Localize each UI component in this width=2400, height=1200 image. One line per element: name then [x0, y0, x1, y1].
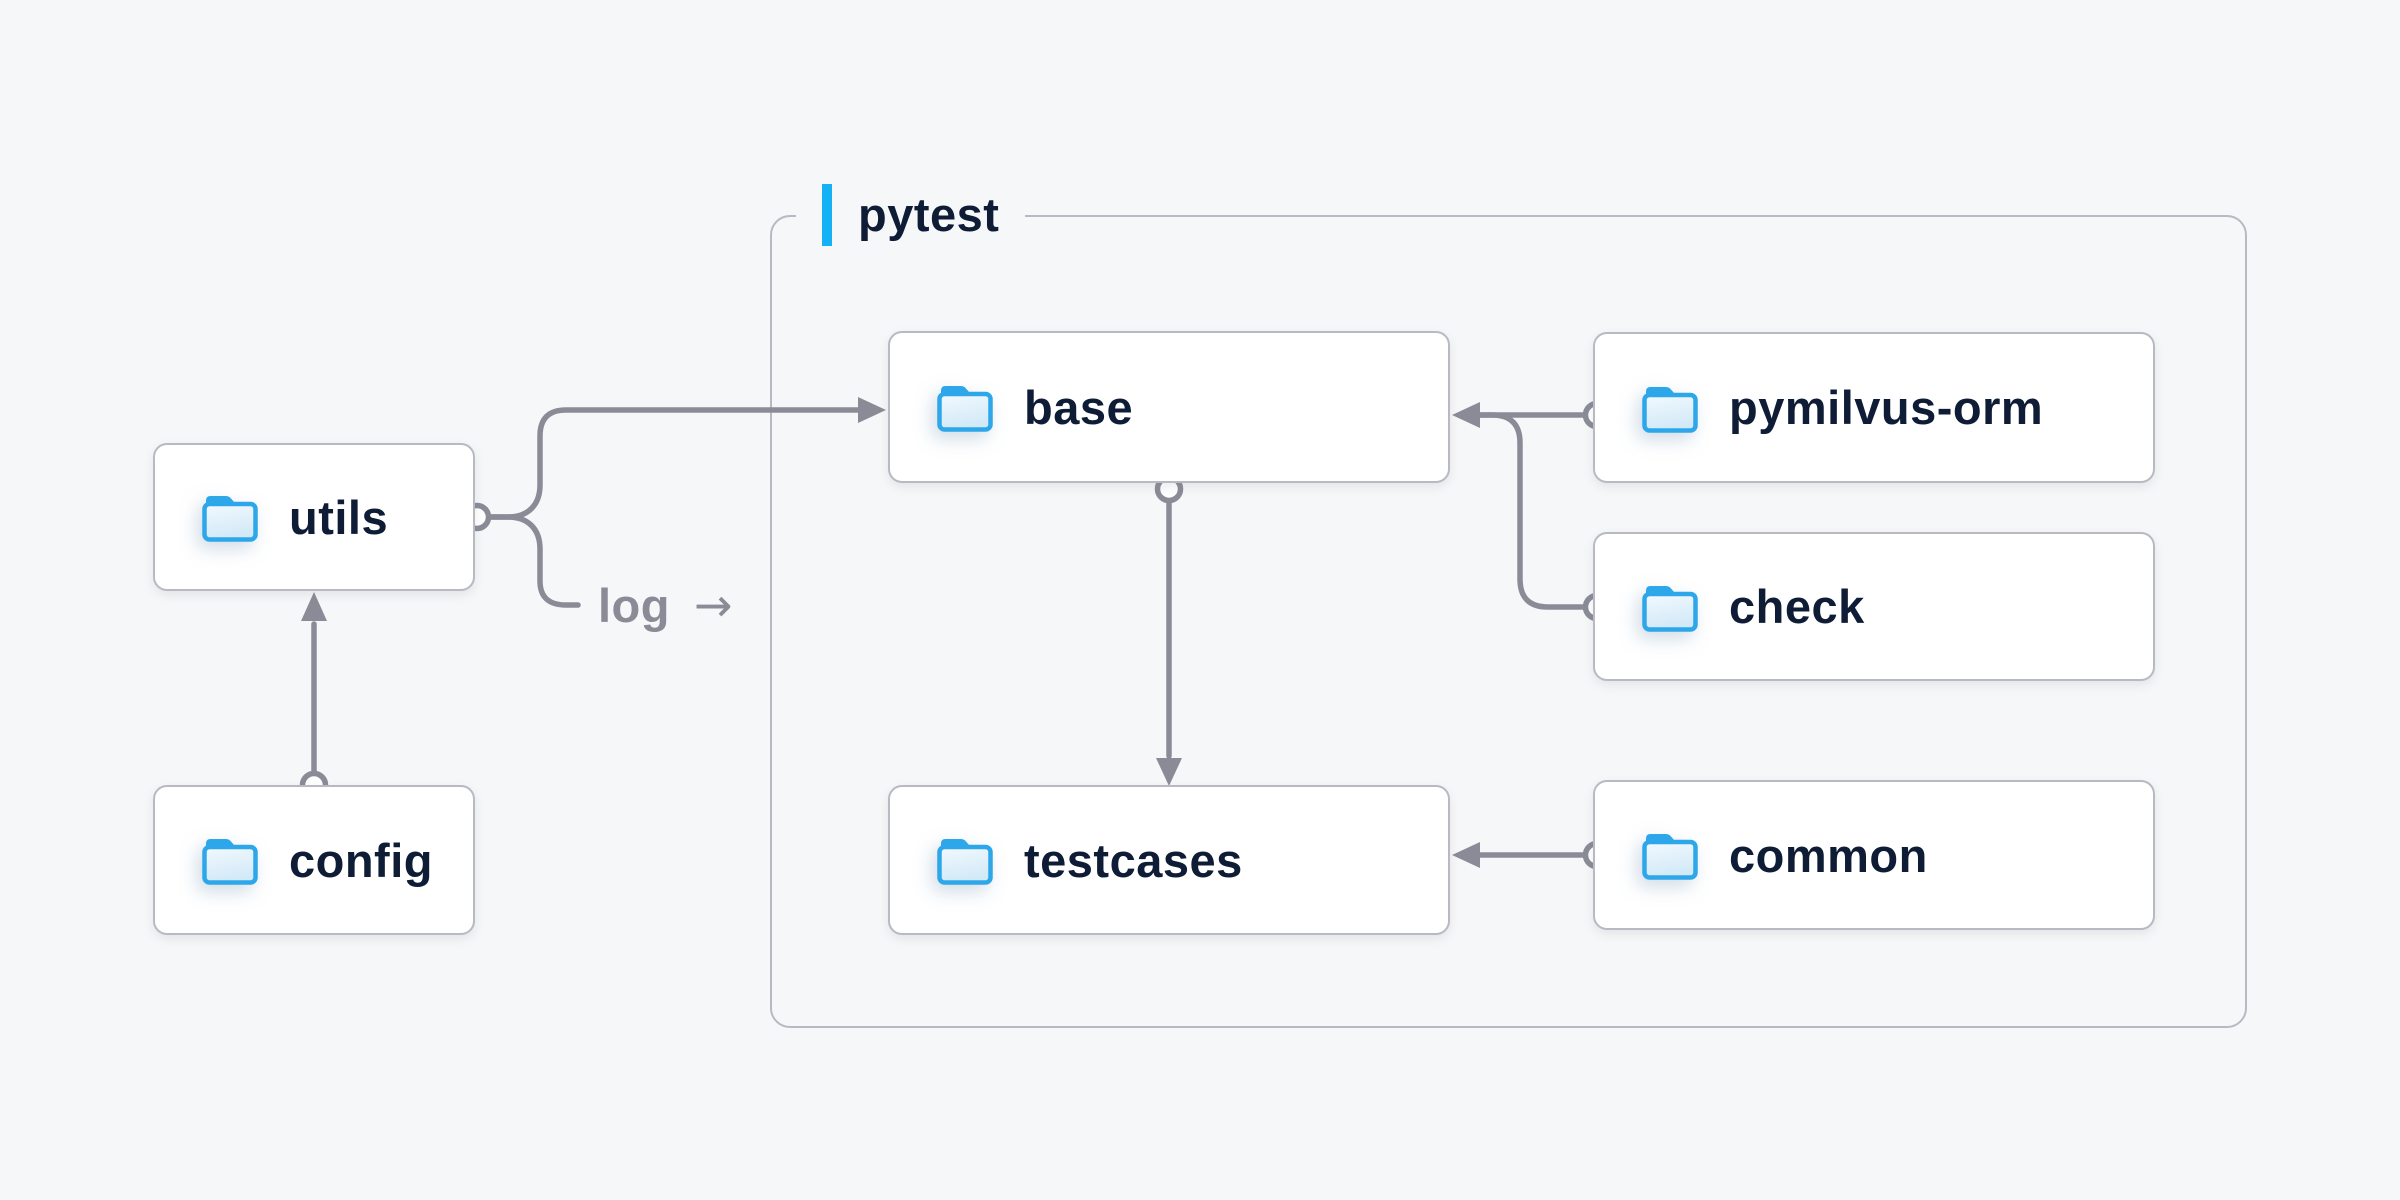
log-label-text: log	[598, 578, 670, 632]
node-base: base	[888, 331, 1450, 483]
node-config: config	[153, 785, 475, 935]
edge-label-log: log →	[598, 578, 733, 632]
node-utils: utils	[153, 443, 475, 591]
node-label: base	[1024, 380, 1134, 434]
node-label: utils	[289, 490, 389, 544]
accent-bar	[822, 184, 832, 246]
folder-icon	[1642, 585, 1698, 632]
node-check: check	[1593, 532, 2155, 681]
folder-icon	[937, 839, 993, 885]
folder-icon	[937, 386, 993, 432]
node-label: config	[289, 833, 433, 887]
node-testcases: testcases	[888, 785, 1450, 935]
folder-icon	[202, 839, 258, 885]
folder-icon	[1642, 386, 1698, 433]
folder-icon	[202, 496, 258, 542]
pytest-container	[770, 215, 2247, 1028]
arrowhead-up-icon	[301, 592, 327, 621]
pytest-container-label: pytest	[796, 183, 1026, 247]
node-pymilvus-orm: pymilvus-orm	[1593, 332, 2155, 483]
node-label: testcases	[1024, 833, 1243, 887]
folder-icon	[1642, 834, 1698, 880]
pytest-label-text: pytest	[858, 188, 1000, 241]
edge-utils-to-log	[487, 514, 581, 608]
right-arrow-icon: →	[693, 578, 733, 632]
node-label: common	[1729, 828, 1928, 882]
node-label: check	[1729, 580, 1865, 633]
node-label: pymilvus-orm	[1729, 381, 2044, 434]
node-common: common	[1593, 780, 2155, 930]
